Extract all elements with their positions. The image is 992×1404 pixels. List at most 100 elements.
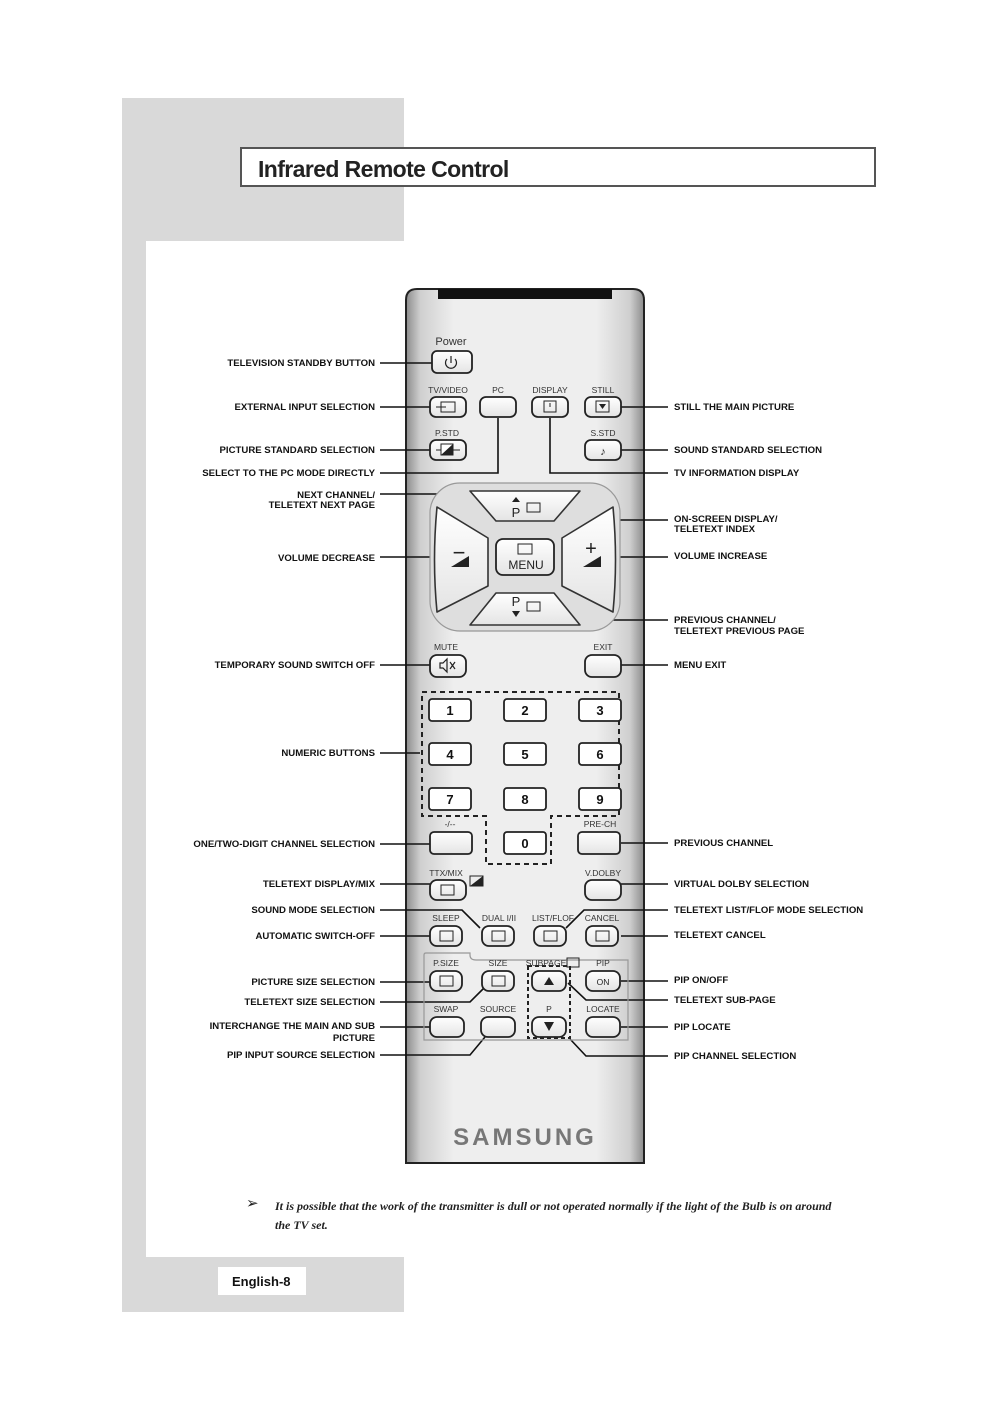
menu-label: MENU — [508, 558, 543, 572]
volume-down-label: − — [453, 540, 466, 565]
pip-panel — [423, 952, 629, 1041]
s-std-label: S.STD — [590, 428, 615, 438]
teletext-size-icon — [491, 975, 506, 987]
teletext-icon — [440, 884, 455, 896]
label-pip-on-off: PIP ON/OFF — [674, 975, 729, 986]
p-std-button[interactable] — [429, 439, 467, 461]
mute-button[interactable] — [429, 654, 467, 678]
digit-label: 7 — [446, 792, 453, 807]
pre-ch-button[interactable] — [577, 831, 621, 855]
power-button[interactable] — [431, 350, 473, 374]
sound-mode-icon: ♪ — [600, 446, 606, 458]
s-std-button[interactable]: ♪ — [584, 439, 622, 461]
pip-on-label: ON — [597, 977, 610, 987]
power-label: Power — [435, 336, 467, 348]
teletext-subpage-icon — [566, 957, 580, 968]
teletext-hold-icon — [439, 930, 454, 942]
teletext-index-icon — [517, 543, 533, 555]
teletext-next-icon — [526, 502, 541, 513]
pc-button[interactable] — [479, 396, 517, 418]
digit-button-8[interactable]: 8 — [503, 787, 547, 811]
pip-channel-down-button[interactable] — [531, 1016, 567, 1038]
source-button[interactable] — [480, 1016, 516, 1038]
digit-button-9[interactable]: 9 — [578, 787, 622, 811]
exit-button[interactable] — [584, 654, 622, 678]
list-flof-button[interactable] — [533, 925, 567, 947]
note-text: It is possible that the work of the tran… — [275, 1199, 832, 1232]
page-title-box: Infrared Remote Control — [240, 147, 876, 187]
volume-up-label: + — [585, 538, 597, 560]
digit-button-6[interactable]: 6 — [578, 742, 622, 766]
one-two-digit-button[interactable] — [429, 831, 473, 855]
label-teletext-previous-page: TELETEXT PREVIOUS PAGE — [674, 626, 805, 637]
note-arrow-icon: ➢ — [246, 1194, 259, 1212]
digit-button-1[interactable]: 1 — [428, 698, 472, 722]
digit-label: 0 — [521, 836, 528, 851]
digit-button-2[interactable]: 2 — [503, 698, 547, 722]
samsung-logo: SAMSUNG — [453, 1124, 597, 1151]
subpage-label: SUBPAGE — [526, 958, 567, 968]
source-label: SOURCE — [480, 1004, 517, 1014]
label-external-input: EXTERNAL INPUT SELECTION — [234, 402, 375, 413]
label-teletext-size: TELETEXT SIZE SELECTION — [244, 997, 375, 1008]
teletext-list-icon — [543, 930, 558, 942]
pip-channel-dashed-outline — [527, 965, 571, 1039]
p-std-label: P.STD — [435, 428, 459, 438]
digit-button-7[interactable]: 7 — [428, 787, 472, 811]
still-icon — [595, 400, 610, 413]
exit-label: EXIT — [594, 642, 613, 652]
label-teletext-sub-page: TELETEXT SUB-PAGE — [674, 995, 776, 1006]
tv-video-button[interactable] — [429, 396, 467, 418]
channel-up-button[interactable]: P — [469, 490, 581, 522]
swap-button[interactable] — [429, 1016, 465, 1038]
v-dolby-label: V.DOLBY — [585, 868, 621, 878]
label-automatic-switch-off: AUTOMATIC SWITCH-OFF — [255, 931, 375, 942]
channel-down-button[interactable]: P — [469, 592, 581, 626]
picture-mode-icon — [436, 443, 460, 456]
volume-down-button[interactable]: − — [433, 506, 489, 613]
cancel-button[interactable] — [585, 925, 619, 947]
label-volume-increase: VOLUME INCREASE — [674, 551, 768, 562]
arrow-down-icon — [512, 611, 520, 617]
label-tv-information: TV INFORMATION DISPLAY — [674, 468, 800, 479]
list-flof-label: LIST/FLOF — [532, 913, 574, 923]
dual-button[interactable] — [481, 925, 515, 947]
page-title: Infrared Remote Control — [258, 156, 509, 182]
v-dolby-button[interactable] — [584, 879, 622, 901]
teletext-reveal-icon — [491, 930, 506, 942]
volume-wedge-icon — [583, 556, 601, 567]
pip-channel-up-button[interactable] — [531, 970, 567, 992]
still-label: STILL — [592, 385, 615, 395]
digit-label: 8 — [521, 792, 528, 807]
page-number: English-8 — [232, 1274, 291, 1289]
channel-down-label: P — [512, 594, 521, 609]
label-on-screen-display: ON-SCREEN DISPLAY/ — [674, 514, 778, 525]
size-label: SIZE — [489, 958, 508, 968]
label-teletext-cancel: TELETEXT CANCEL — [674, 930, 766, 941]
label-pc-mode: SELECT TO THE PC MODE DIRECTLY — [202, 468, 375, 479]
display-label: DISPLAY — [532, 385, 568, 395]
channel-up-label: P — [512, 505, 521, 520]
locate-button[interactable] — [585, 1016, 621, 1038]
label-volume-decrease: VOLUME DECREASE — [277, 553, 375, 564]
size-button[interactable] — [481, 970, 515, 992]
arrow-up-icon — [544, 977, 554, 985]
page-number-box: English-8 — [218, 1267, 306, 1295]
menu-button[interactable]: MENU — [495, 538, 555, 576]
still-button[interactable] — [584, 396, 622, 418]
ttx-mix-button[interactable] — [429, 879, 467, 901]
digit-button-0[interactable]: 0 — [503, 831, 547, 855]
digit-buttons: 1 2 3 4 5 6 7 8 9 0 — [428, 698, 622, 855]
sleep-button[interactable] — [429, 925, 463, 947]
p-size-button[interactable] — [429, 970, 463, 992]
display-button[interactable] — [531, 396, 569, 418]
label-pip-locate: PIP LOCATE — [674, 1022, 731, 1033]
volume-up-button[interactable]: + — [561, 506, 617, 613]
arrow-up-icon — [512, 497, 520, 502]
digit-button-5[interactable]: 5 — [503, 742, 547, 766]
digit-button-3[interactable]: 3 — [578, 698, 622, 722]
pip-on-button[interactable]: ON — [585, 970, 621, 992]
digit-button-4[interactable]: 4 — [428, 742, 472, 766]
label-mute: TEMPORARY SOUND SWITCH OFF — [214, 660, 375, 671]
